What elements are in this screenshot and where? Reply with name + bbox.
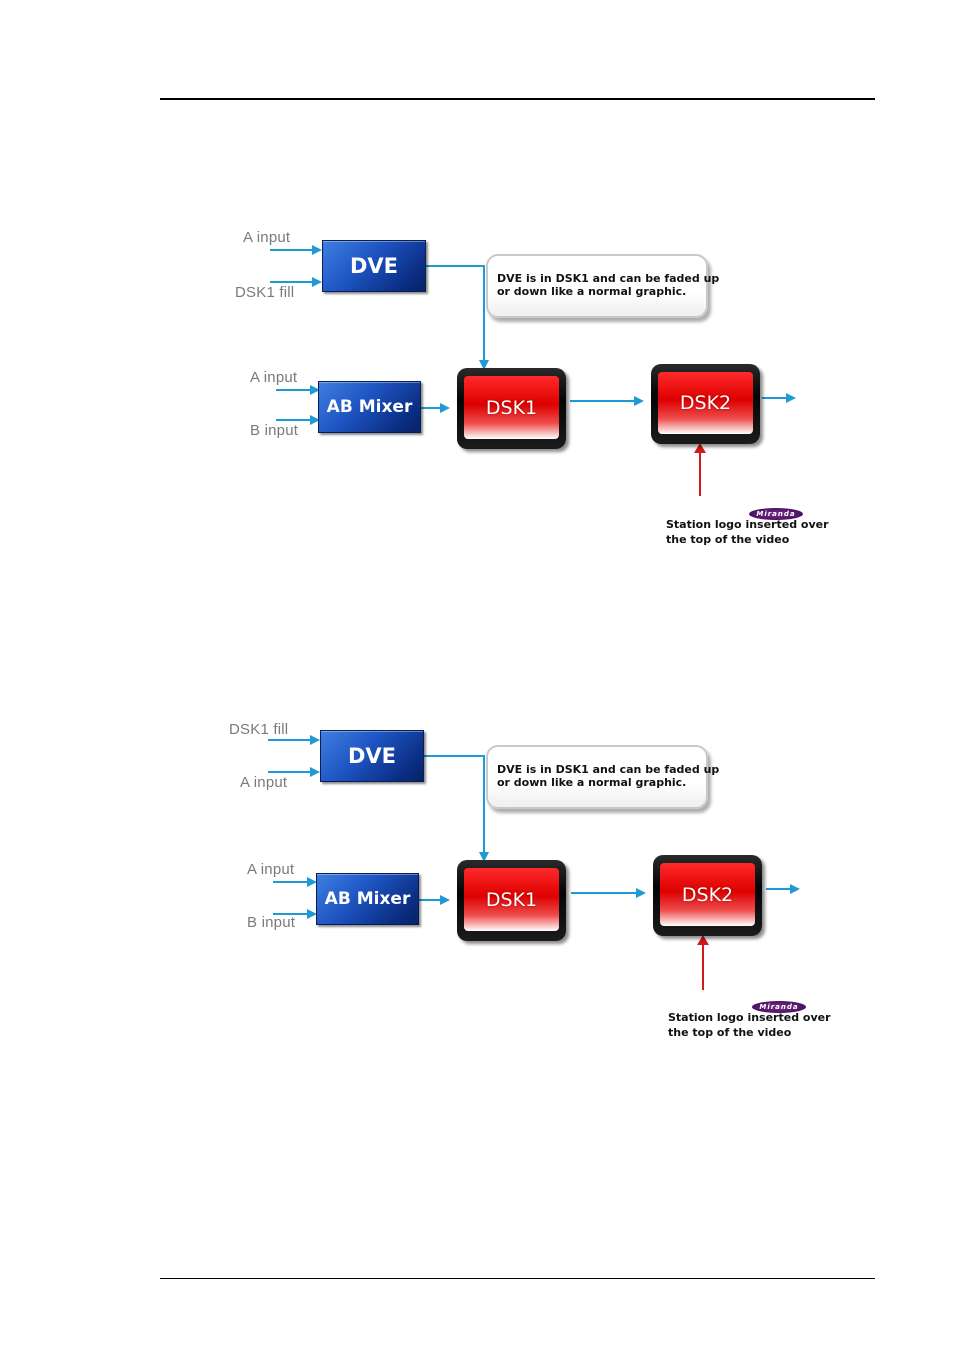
- dve-callout: DVE is in DSK1 and can be faded up or do…: [486, 745, 720, 809]
- miranda-logo: Miranda: [752, 1001, 806, 1013]
- dve-input-top-label: DSK1 fill: [229, 721, 289, 738]
- logo-note-line-2: the top of the video: [666, 533, 790, 546]
- dsk1-block: DSK1: [457, 860, 566, 941]
- mixer-input-top-label: A input: [250, 369, 298, 386]
- connector-arrows: [268, 735, 800, 990]
- logo-note-line-1: Station logo inserted over: [668, 1011, 831, 1024]
- dsk1-block-label: DSK1: [464, 868, 559, 931]
- logo-note: Station logo inserted over the top of th…: [668, 1010, 831, 1040]
- dve-block-label: DVE: [349, 254, 399, 278]
- callout-line-2: or down like a normal graphic.: [497, 285, 687, 298]
- ab-mixer-block-label: AB Mixer: [326, 397, 413, 417]
- dve-block-label: DVE: [347, 744, 397, 768]
- dsk2-block-label: DSK2: [658, 372, 753, 434]
- ab-mixer-block: AB Mixer: [318, 381, 421, 433]
- connector-arrows: [270, 245, 796, 496]
- ab-mixer-block-label: AB Mixer: [324, 889, 411, 909]
- signal-flow-diagram-2: DSK1 fill A input DVE DVE is in DSK1 and…: [0, 710, 954, 1050]
- header-rule: [160, 98, 875, 100]
- callout-line-1: DVE is in DSK1 and can be faded up: [497, 763, 720, 776]
- dve-input-top-label: A input: [243, 229, 291, 246]
- footer-rule: [160, 1278, 875, 1279]
- dsk1-block-label: DSK1: [464, 376, 559, 439]
- dsk2-block-label: DSK2: [660, 863, 755, 926]
- logo-note-line-1: Station logo inserted over: [666, 518, 829, 531]
- dve-callout: DVE is in DSK1 and can be faded up or do…: [486, 254, 720, 318]
- dsk2-block: DSK2: [651, 364, 760, 444]
- dve-input-bottom-label: A input: [240, 774, 288, 791]
- logo-note-line-2: the top of the video: [668, 1026, 792, 1039]
- dve-block: DVE: [322, 240, 426, 292]
- arrow-dve-to-dsk1: [424, 755, 489, 862]
- dsk2-block: DSK2: [653, 855, 762, 936]
- dve-input-bottom-label: DSK1 fill: [235, 284, 295, 301]
- signal-flow-diagram-1: A input DSK1 fill DVE DVE is in DSK1 and…: [0, 220, 954, 560]
- mixer-input-bottom-label: B input: [250, 422, 299, 439]
- dve-block: DVE: [320, 730, 424, 782]
- dsk1-block: DSK1: [457, 368, 566, 449]
- logo-note: Station logo inserted over the top of th…: [666, 517, 829, 547]
- mixer-input-bottom-label: B input: [247, 914, 296, 931]
- callout-line-1: DVE is in DSK1 and can be faded up: [497, 272, 720, 285]
- miranda-logo: Miranda: [749, 508, 803, 520]
- mixer-input-top-label: A input: [247, 861, 295, 878]
- callout-line-2: or down like a normal graphic.: [497, 776, 687, 789]
- ab-mixer-block: AB Mixer: [316, 873, 419, 925]
- arrow-dve-to-dsk1: [426, 265, 489, 370]
